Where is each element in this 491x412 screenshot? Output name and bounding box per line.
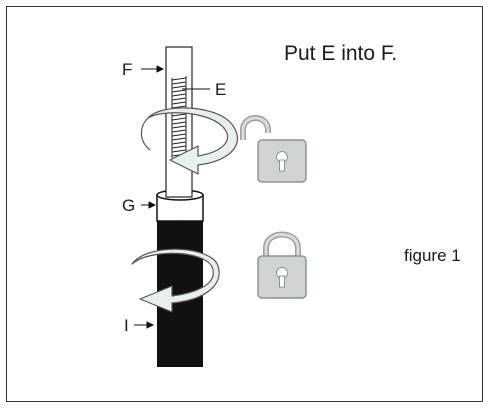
rotation-arrow-upper-icon bbox=[140, 107, 239, 175]
label-i: I bbox=[124, 316, 129, 335]
instruction-text: Put E into F. bbox=[284, 42, 398, 65]
label-g: G bbox=[122, 196, 136, 215]
label-f: F bbox=[122, 60, 133, 79]
rotation-arrow-lower-icon bbox=[131, 248, 220, 313]
unlocked-padlock-icon bbox=[240, 115, 307, 183]
locked-padlock-icon bbox=[257, 231, 307, 299]
figure-frame bbox=[6, 6, 483, 402]
figure-caption: figure 1 bbox=[404, 246, 461, 265]
tube-f bbox=[165, 46, 193, 198]
label-e: E bbox=[215, 80, 227, 99]
leader-lines bbox=[134, 65, 210, 329]
